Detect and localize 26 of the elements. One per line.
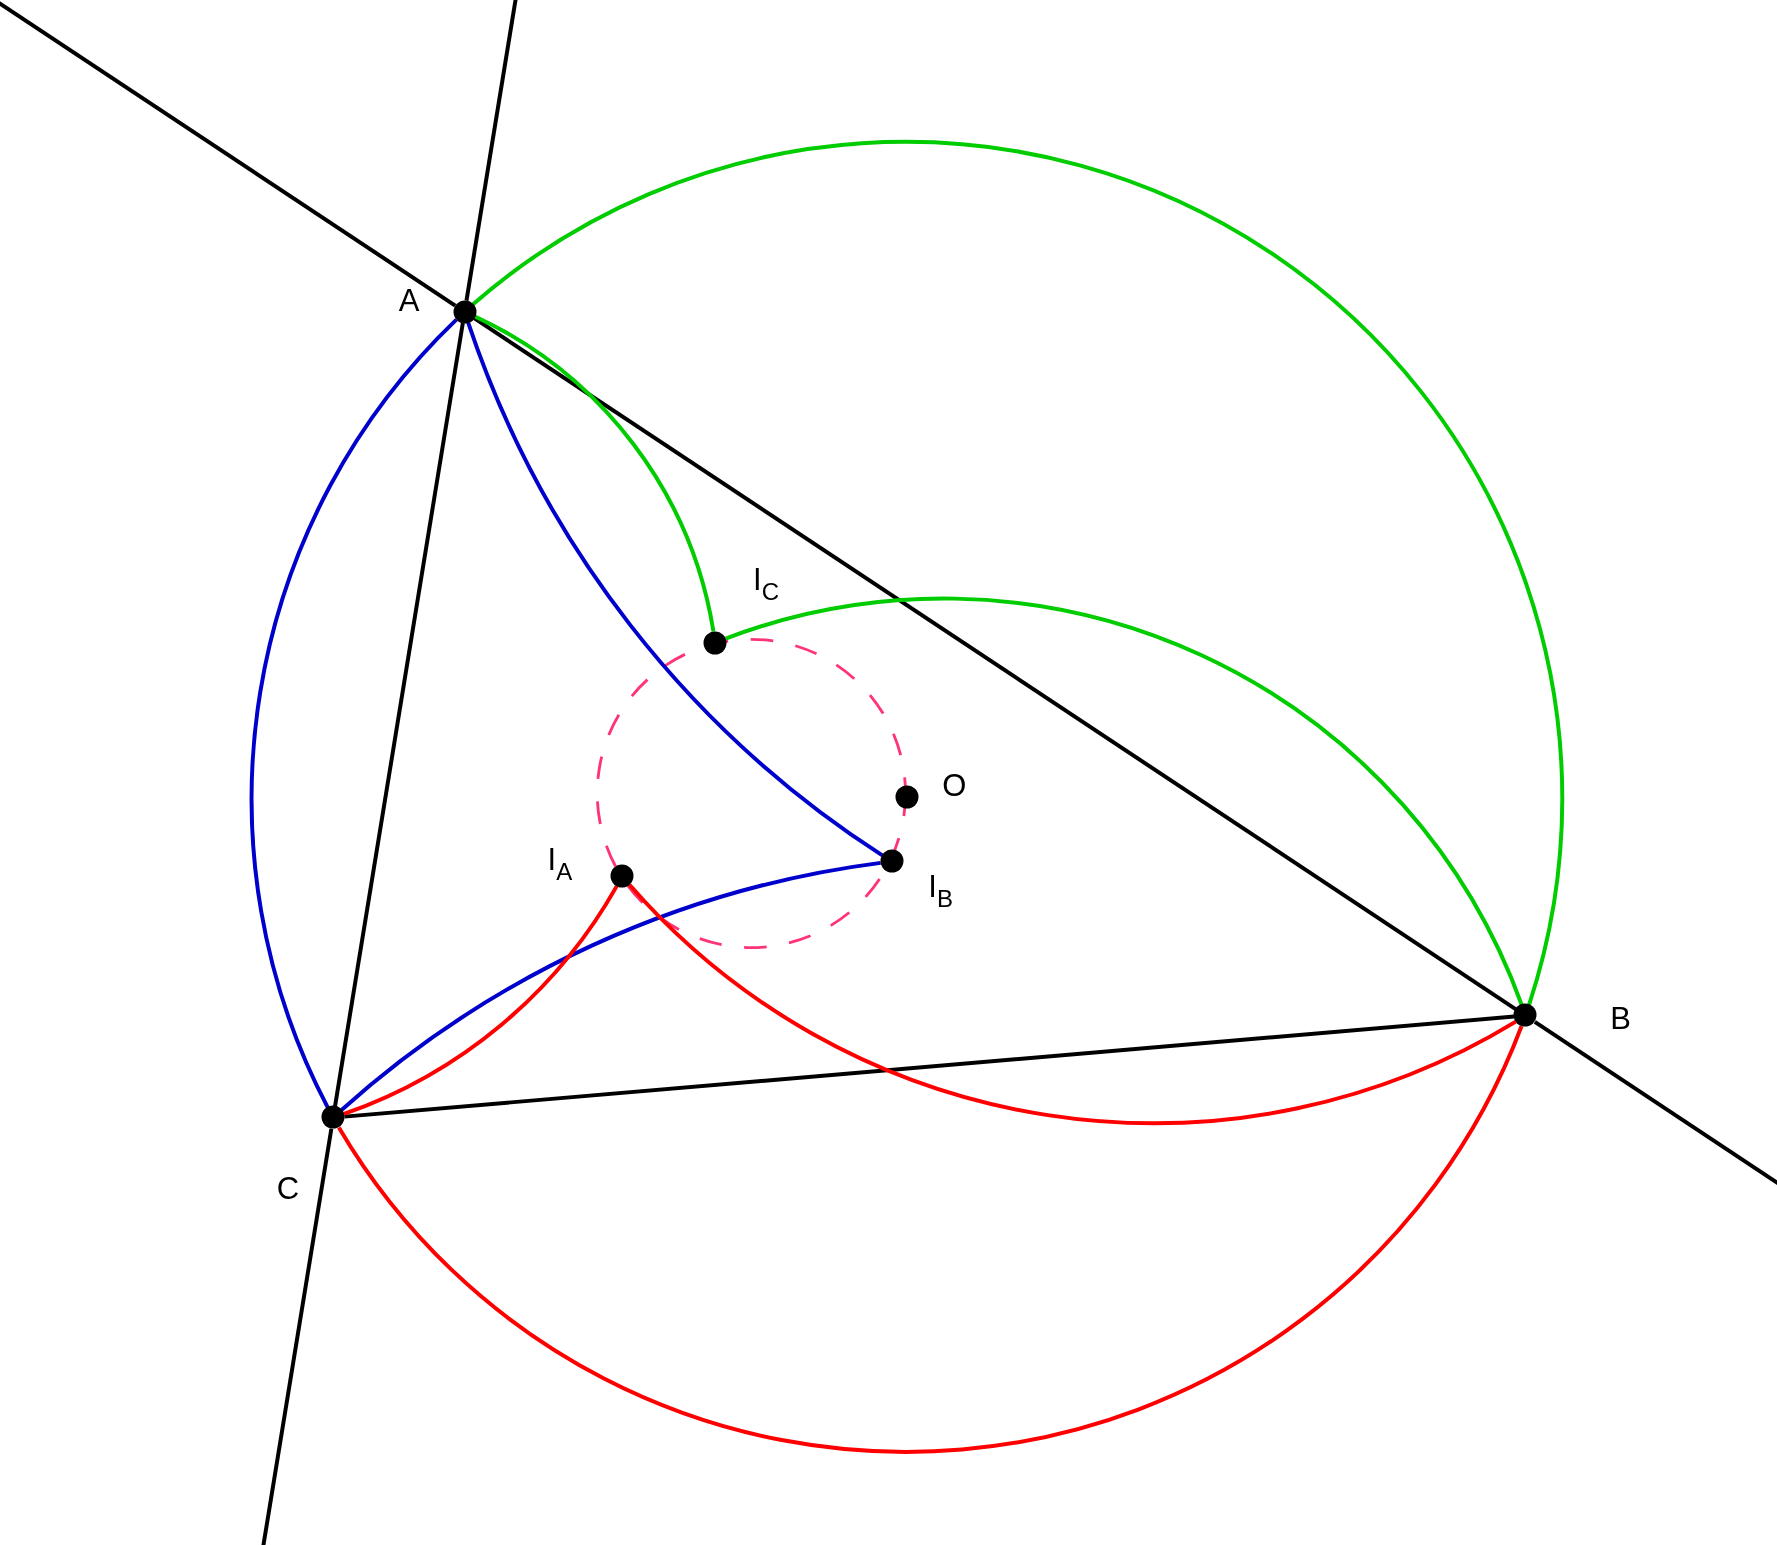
arc bbox=[466, 321, 884, 857]
point-marker bbox=[610, 864, 634, 888]
point-label: B bbox=[1610, 1002, 1631, 1034]
point-label: I$_{B}$ bbox=[928, 870, 953, 911]
point-marker bbox=[895, 785, 919, 809]
line-segment bbox=[333, 322, 465, 1107]
arc bbox=[340, 860, 881, 1112]
point-marker bbox=[703, 631, 727, 655]
point-label: I$_{C}$ bbox=[753, 563, 780, 604]
arc bbox=[249, 318, 458, 1109]
point-label: I$_{A}$ bbox=[547, 843, 573, 884]
point-label: O bbox=[942, 769, 967, 801]
arc bbox=[337, 1025, 1524, 1454]
point-label: C bbox=[276, 1172, 300, 1204]
point-marker bbox=[453, 300, 477, 324]
point-marker bbox=[880, 849, 904, 873]
arc bbox=[474, 314, 716, 632]
arc bbox=[471, 140, 1564, 1006]
line-segment bbox=[473, 316, 1518, 1011]
arc bbox=[628, 883, 1517, 1125]
line-segment bbox=[344, 1014, 1515, 1119]
arc bbox=[343, 885, 619, 1116]
arc bbox=[725, 596, 1524, 1006]
point-label: A bbox=[398, 284, 420, 316]
point-marker bbox=[321, 1105, 345, 1129]
point-marker bbox=[1513, 1003, 1537, 1027]
